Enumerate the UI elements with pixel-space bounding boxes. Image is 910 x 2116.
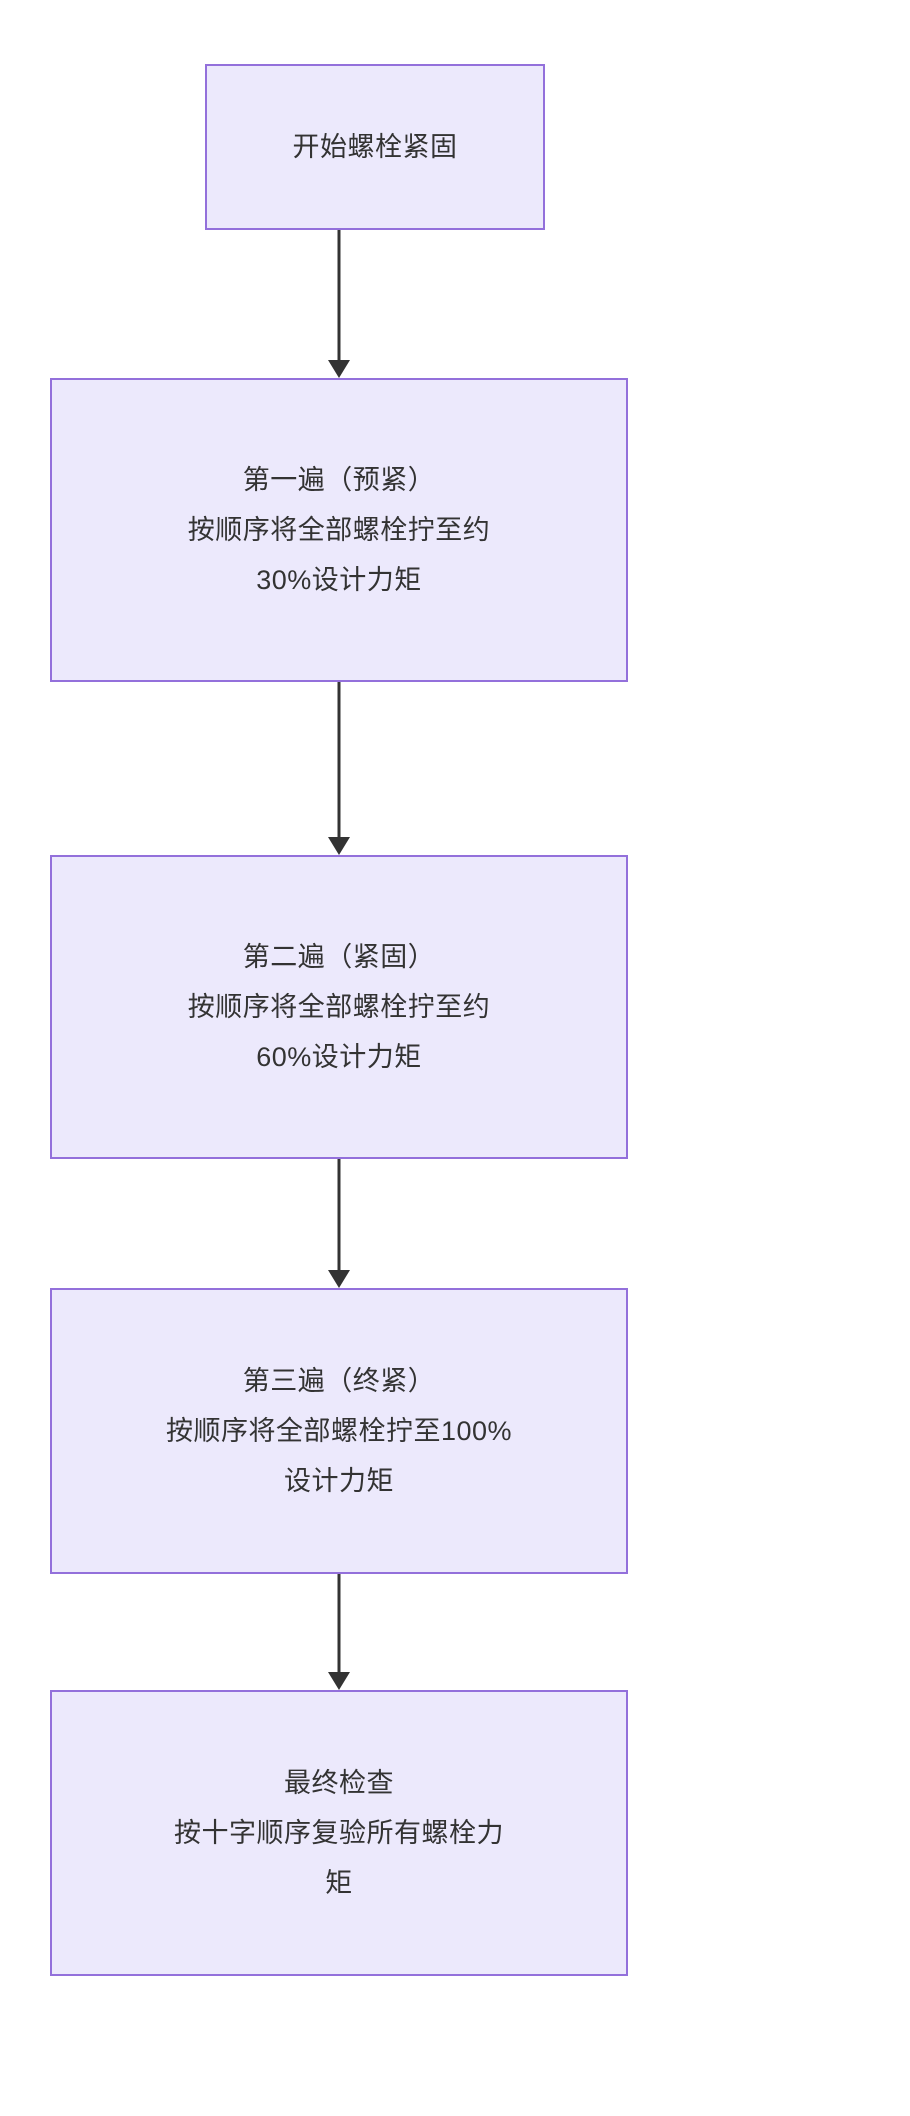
flow-node-pass1-line-2: 按顺序将全部螺栓拧至约 <box>187 515 491 545</box>
arrowhead-down-icon <box>328 837 350 855</box>
flow-node-final-check-line-1: 最终检查 <box>284 1768 394 1798</box>
flow-node-final-check-line-3: 矩 <box>325 1868 353 1898</box>
flow-node-pass2-line-1: 第二遍（紧固） <box>242 942 436 972</box>
arrowhead-down-icon <box>328 360 350 378</box>
flow-node-pass3[interactable]: 第三遍（终紧） 按顺序将全部螺栓拧至100% 设计力矩 <box>50 1288 628 1574</box>
flow-node-pass3-line-2: 按顺序将全部螺栓拧至100% <box>165 1416 513 1446</box>
edge-line <box>337 682 341 837</box>
flow-node-start-line-1: 开始螺栓紧固 <box>292 132 458 162</box>
arrowhead-down-icon <box>328 1672 350 1690</box>
flow-node-pass2-line-3: 60%设计力矩 <box>256 1042 422 1072</box>
flow-node-pass3-line-1: 第三遍（终紧） <box>242 1366 436 1396</box>
flow-node-pass3-line-3: 设计力矩 <box>284 1466 394 1496</box>
edge-line <box>337 1159 341 1270</box>
edge-line <box>337 230 341 360</box>
flow-node-final-check[interactable]: 最终检查 按十字顺序复验所有螺栓力 矩 <box>50 1690 628 1976</box>
flow-node-pass1[interactable]: 第一遍（预紧） 按顺序将全部螺栓拧至约 30%设计力矩 <box>50 378 628 682</box>
flow-node-pass2-line-2: 按顺序将全部螺栓拧至约 <box>187 992 491 1022</box>
arrowhead-down-icon <box>328 1270 350 1288</box>
flow-node-pass1-line-3: 30%设计力矩 <box>256 565 422 595</box>
edge-line <box>337 1574 341 1672</box>
flow-node-pass2[interactable]: 第二遍（紧固） 按顺序将全部螺栓拧至约 60%设计力矩 <box>50 855 628 1159</box>
flow-node-pass1-line-1: 第一遍（预紧） <box>242 465 436 495</box>
flow-node-start[interactable]: 开始螺栓紧固 <box>205 64 545 230</box>
flow-node-final-check-line-2: 按十字顺序复验所有螺栓力 <box>174 1818 504 1848</box>
